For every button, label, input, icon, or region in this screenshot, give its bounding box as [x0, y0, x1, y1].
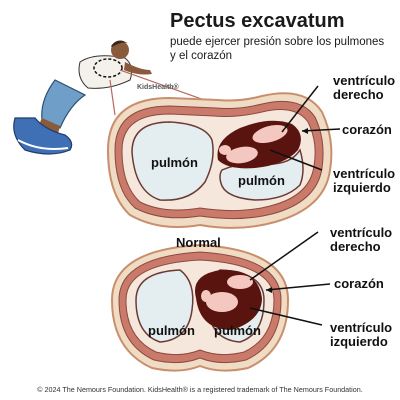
bottom-label-heart: corazón	[334, 276, 384, 291]
bottom-label-left-ventricle: ventrículo izquierdo	[330, 320, 393, 349]
normal-heading: Normal	[176, 235, 221, 250]
top-label-lung-right: pulmón	[238, 173, 285, 188]
page-subtitle: puede ejercer presión sobre los pulmones…	[170, 36, 385, 62]
top-label-left-ventricle: ventrículo izquierdo	[333, 166, 396, 195]
top-label-right-ventricle: ventrículo derecho	[333, 73, 396, 102]
top-label-lung-left: pulmón	[151, 155, 198, 170]
bottom-label-right-ventricle: ventrículo derecho	[330, 225, 393, 254]
top-label-heart: corazón	[342, 122, 392, 137]
copyright-footer: © 2024 The Nemours Foundation. KidsHealt…	[37, 385, 363, 394]
bottom-label-lung-right: pulmón	[214, 323, 261, 338]
normal-cross-section	[110, 243, 290, 372]
boy-illustration	[13, 40, 152, 155]
page-title: Pectus excavatum	[170, 10, 345, 32]
connector-line-lower	[109, 79, 116, 116]
bottom-label-lung-left: pulmón	[148, 323, 195, 338]
pectus-cross-section	[106, 92, 333, 229]
brand-logo-text: KidsHealth®	[137, 84, 179, 91]
